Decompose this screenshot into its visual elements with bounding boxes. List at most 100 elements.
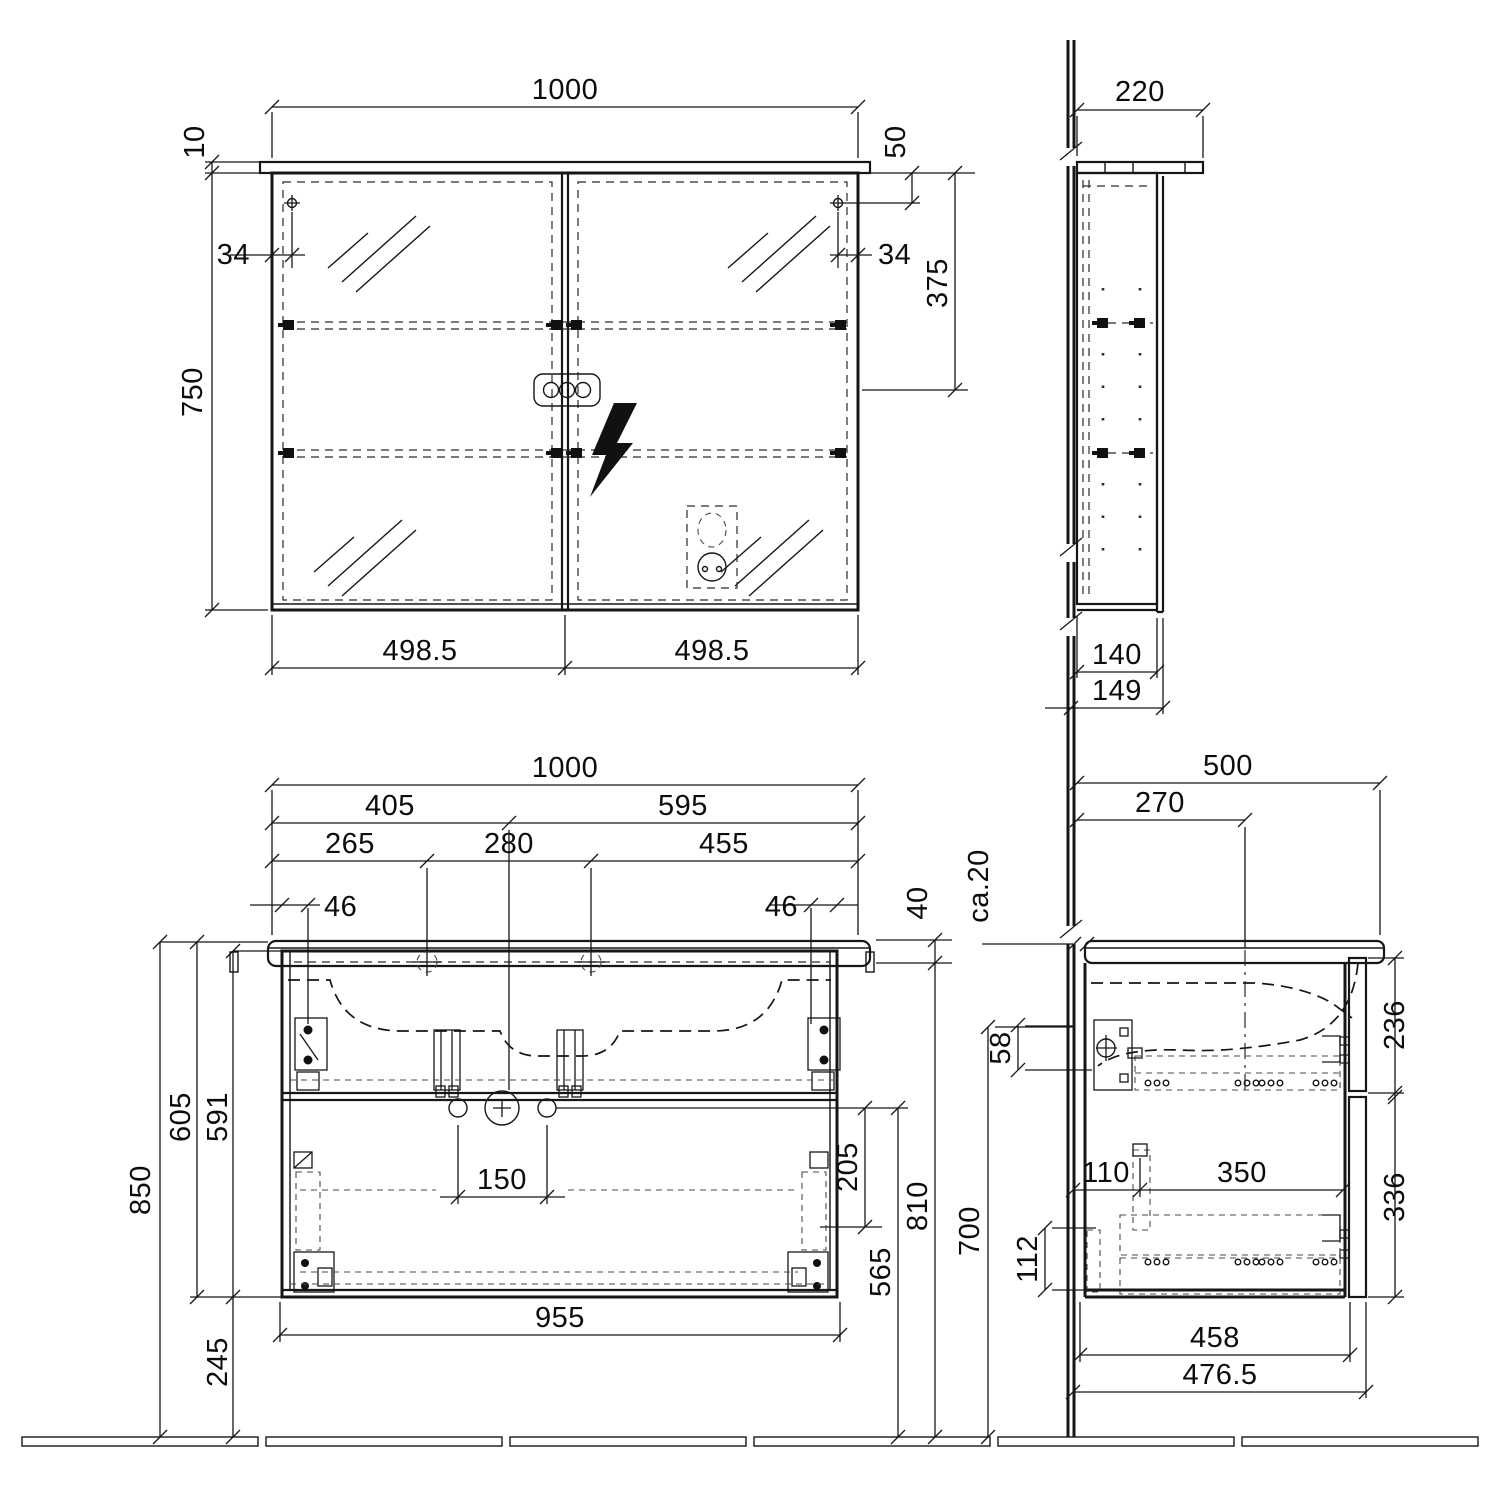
dim-591: 591 — [202, 1092, 234, 1142]
dim-hinge-left: 34 — [217, 239, 250, 271]
mirror-side-back-dashed — [1082, 180, 1152, 598]
wall-bracket-side — [1093, 1019, 1133, 1091]
dim-110: 110 — [1082, 1157, 1130, 1189]
basin-bowl-outline — [288, 979, 831, 1057]
vanity-front-dimensions: 1000 405 595 265 280 455 46 46 850 605 5… — [125, 752, 952, 1445]
dim-350: 350 — [1217, 1157, 1267, 1189]
dim-150: 150 — [477, 1164, 527, 1196]
lower-drawer-dashed — [290, 1189, 828, 1285]
drain-hole-icon — [448, 1090, 557, 1126]
dimension-lines — [205, 106, 975, 675]
dim-mirror-width: 1000 — [532, 74, 599, 106]
lower-drawer-front — [1347, 1095, 1368, 1299]
dim-336: 336 — [1379, 1172, 1411, 1222]
dimension-lines — [159, 784, 952, 1437]
dim-hinge-right: 34 — [878, 239, 911, 271]
floor-tile — [21, 1436, 259, 1447]
dim-depth-220: 220 — [1115, 76, 1165, 108]
faucet-hole-icon — [413, 948, 441, 976]
basin-profile-dashed — [1091, 962, 1359, 1067]
mount-bracket — [229, 951, 239, 973]
dim-700: 700 — [954, 1206, 986, 1256]
ventilation-grille-icon — [533, 373, 601, 407]
dim-46-right: 46 — [765, 891, 798, 923]
wall-break-marks — [1059, 141, 1083, 939]
dim-46-left: 46 — [324, 891, 357, 923]
upper-slide-assembly — [1127, 1035, 1341, 1091]
mirror-front-dimensions: 1000 10 750 34 34 50 375 498.5 498.5 — [177, 74, 975, 676]
siphon-support-rails — [433, 1029, 584, 1098]
dim-40: 40 — [902, 886, 934, 919]
plinth-bracket — [1086, 1229, 1101, 1293]
drawer-hardware-upper-right — [807, 1017, 841, 1091]
dim-hinge-top: 50 — [880, 125, 912, 158]
dimension-ticks — [980, 775, 1403, 1445]
dimension-ticks — [204, 99, 963, 676]
dim-476-5: 476.5 — [1182, 1359, 1257, 1391]
mirror-side-door — [1077, 176, 1165, 614]
floor-tile — [997, 1436, 1235, 1447]
floor-line — [21, 1436, 1479, 1447]
top-panel-joints — [1104, 162, 1186, 173]
vanity-side-view — [1083, 939, 1386, 1299]
dim-955: 955 — [535, 1302, 585, 1334]
drawer-divider — [282, 1091, 837, 1292]
drawer-hardware-upper-left — [294, 1017, 328, 1091]
dim-door-left: 498.5 — [382, 635, 457, 667]
wall-line — [1066, 40, 1076, 1437]
dimension-lines — [982, 782, 1404, 1437]
mirror-side-top-panel — [1075, 160, 1205, 175]
mirror-cabinet-side-view — [1075, 160, 1205, 614]
shelf-clip-icon — [278, 448, 294, 458]
mid-bracket-cap — [1132, 1143, 1148, 1157]
mirror-glass-icon — [720, 519, 824, 597]
mirror-glass-icon — [727, 215, 831, 293]
glass-shelf-lines — [283, 321, 847, 458]
dim-455: 455 — [699, 828, 749, 860]
vanity-front-view — [229, 939, 875, 1299]
dim-605: 605 — [165, 1092, 197, 1142]
shelf-clip-icon — [1129, 448, 1145, 458]
dim-vanity-width: 1000 — [532, 752, 599, 784]
dim-door-right: 498.5 — [674, 635, 749, 667]
dim-270: 270 — [1135, 787, 1185, 819]
hinge-hole-icon — [830, 195, 846, 211]
dim-405: 405 — [365, 790, 415, 822]
shelf-clip-icon — [1092, 448, 1108, 458]
floor-tile — [509, 1436, 747, 1447]
washbasin-top — [266, 939, 872, 968]
mirror-door-left-outline — [282, 181, 553, 601]
hinge-hole-icon — [284, 195, 300, 211]
dimension-ticks — [152, 777, 943, 1445]
drawer-front-hooks — [1339, 1036, 1350, 1259]
dim-112: 112 — [1012, 1235, 1044, 1283]
mirror-door-split — [560, 173, 570, 610]
dim-depth-149: 149 — [1092, 675, 1142, 707]
mount-bracket — [865, 951, 875, 973]
lower-slide-assembly — [1086, 1214, 1341, 1295]
mirror-cabinet-body — [270, 171, 860, 612]
dim-810: 810 — [902, 1181, 934, 1231]
mirror-glass-icon — [313, 519, 417, 597]
vanity-body — [280, 949, 839, 1299]
mirror-side-dimensions: 220 140 149 — [1045, 76, 1211, 716]
dim-595: 595 — [658, 790, 708, 822]
socket-outlet-icon — [686, 505, 738, 589]
drawer-hardware-lower-left — [293, 1151, 335, 1293]
vanity-side-body — [1083, 963, 1347, 1299]
mirror-top-panel — [258, 160, 872, 175]
dim-236: 236 — [1379, 1000, 1411, 1050]
shelf-clip-icon — [1092, 318, 1108, 328]
floor-tile — [753, 1436, 991, 1447]
washbasin-top-side — [1083, 939, 1386, 965]
vanity-side-dimensions: 500 270 ca.20 58 700 112 110 350 236 336… — [954, 750, 1411, 1445]
shelf-clip-icon — [546, 320, 562, 330]
shelf-clip-icon — [546, 448, 562, 458]
floor-tile — [265, 1436, 503, 1447]
dim-500: 500 — [1203, 750, 1253, 782]
mirror-door-right-outline — [577, 181, 848, 601]
drawer-side-gaps — [289, 951, 831, 1290]
drawer-hardware-lower-right — [787, 1151, 829, 1293]
power-bolt-icon — [590, 403, 637, 497]
